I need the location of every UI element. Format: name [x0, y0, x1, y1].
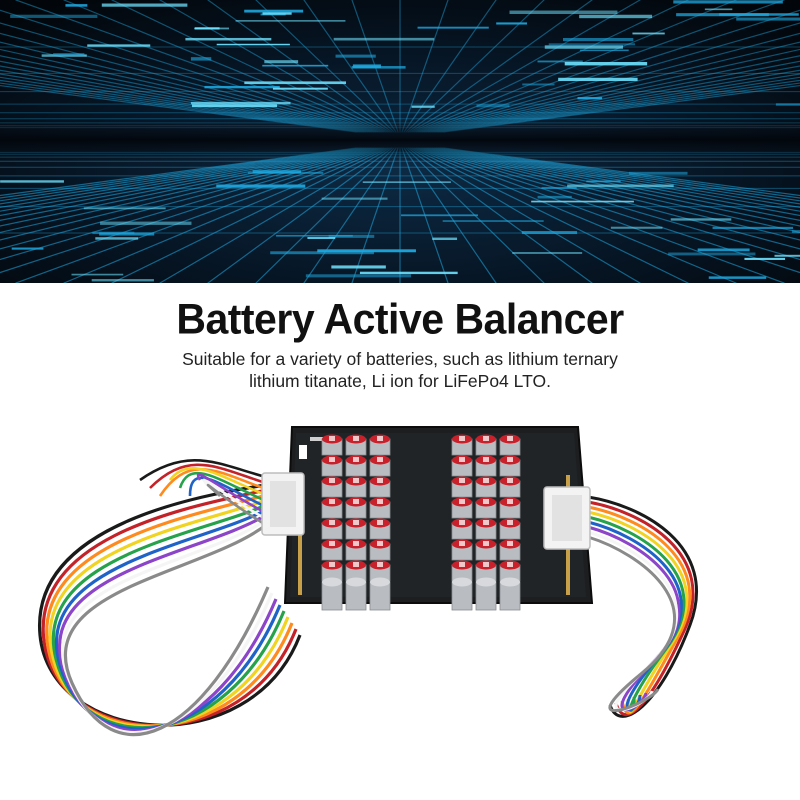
description-line-1: Suitable for a variety of batteries, suc…	[182, 349, 618, 369]
right-connector	[543, 486, 591, 550]
page-title: Battery Active Balancer	[176, 294, 624, 344]
description-line-2: lithium titanate, Li ion for LiFePo4 LTO…	[249, 371, 551, 391]
digital-grid-banner	[0, 0, 800, 283]
product-description: Suitable for a variety of batteries, suc…	[150, 348, 650, 392]
left-connector	[261, 472, 305, 536]
digital-grid-tunnel-icon	[0, 0, 800, 283]
battery-balancer-board-icon	[38, 426, 698, 737]
balancer-board-photo	[0, 405, 800, 800]
